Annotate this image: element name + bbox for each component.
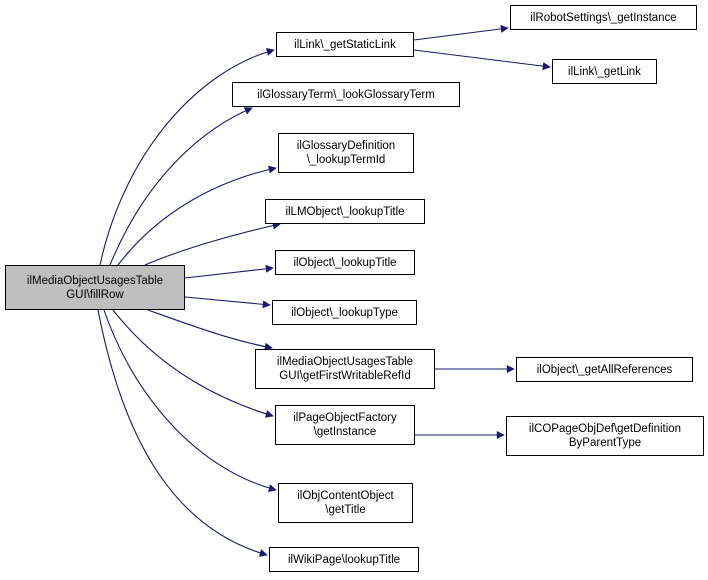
edge-root-to-getStaticLink [99, 48, 275, 266]
node-object-lookuptype[interactable]: ilObject\_lookupType [272, 300, 417, 325]
edge-root-to-getFirstWritableRefId [147, 309, 273, 351]
edge-root-to-lookupTermId [117, 165, 277, 266]
node-getdefinitionbyparenttype[interactable]: ilCOPageObjDef\getDefinition ByParentTyp… [506, 416, 704, 456]
edge-root-to-lookGlossaryTerm [109, 107, 253, 266]
node-label: ilLMObject\_lookupTitle [285, 205, 405, 218]
node-root[interactable]: ilMediaObjectUsagesTable GUI\fillRow [5, 265, 185, 310]
node-getfirstwritablerefid[interactable]: ilMediaObjectUsagesTable GUI\getFirstWri… [255, 349, 435, 389]
node-label: ilMediaObjectUsagesTable GUI\fillRow [26, 274, 164, 301]
edge-getStaticLink-to-robotGetInstance [413, 24, 509, 41]
node-getstaticlink[interactable]: ilLink\_getStaticLink [276, 32, 414, 57]
node-wikipage-lookuptitle[interactable]: ilWikiPage\lookupTitle [269, 547, 419, 572]
node-label: ilPageObjectFactory \getInstance [293, 412, 397, 438]
edge-getStaticLink-to-getLink [413, 49, 551, 71]
node-label: ilWikiPage\lookupTitle [287, 553, 401, 566]
edge-root-to-lmLookupTitle [144, 221, 281, 266]
node-label: ilObject\_lookupTitle [293, 256, 397, 269]
node-objcontentobject-gettitle[interactable]: ilObjContentObject \getTitle [278, 483, 413, 523]
node-label: ilObject\_lookupType [291, 306, 398, 319]
node-getallreferences[interactable]: ilObject\_getAllReferences [516, 357, 693, 382]
edge-root-to-objContentGetTitle [103, 309, 277, 493]
node-pageobjectfactory-getinstance[interactable]: ilPageObjectFactory \getInstance [275, 405, 415, 445]
node-label: ilLink\_getLink [568, 65, 641, 78]
edge-root-to-pofGetInstance [112, 309, 274, 418]
node-label: ilObject\_getAllReferences [536, 363, 673, 376]
edge-root-to-objLookupType [184, 296, 271, 309]
node-object-lookuptitle[interactable]: ilObject\_lookupTitle [275, 250, 415, 275]
node-robotsettings-getinstance[interactable]: ilRobotSettings\_getInstance [510, 5, 697, 30]
node-label: ilRobotSettings\_getInstance [530, 11, 677, 24]
node-label: ilMediaObjectUsagesTable GUI\getFirstWri… [276, 356, 414, 382]
node-lookuptermid[interactable]: ilGlossaryDefinition \_lookupTermId [278, 133, 414, 173]
node-label: ilLink\_getStaticLink [294, 38, 396, 51]
node-label: ilGlossaryDefinition \_lookupTermId [296, 140, 396, 166]
node-label: ilCOPageObjDef\getDefinition ByParentTyp… [528, 423, 682, 449]
node-label: ilObjContentObject \getTitle [297, 490, 394, 516]
node-label: ilGlossaryTerm\_lookGlossaryTerm [257, 88, 435, 101]
node-getlink[interactable]: ilLink\_getLink [552, 59, 657, 84]
node-lmobject-lookuptitle[interactable]: ilLMObject\_lookupTitle [265, 199, 425, 224]
edge-root-to-wikiLookupTitle [97, 309, 268, 557]
edge-root-to-objLookupTitle [184, 264, 274, 279]
node-lookglossaryterm[interactable]: ilGlossaryTerm\_lookGlossaryTerm [232, 82, 460, 107]
